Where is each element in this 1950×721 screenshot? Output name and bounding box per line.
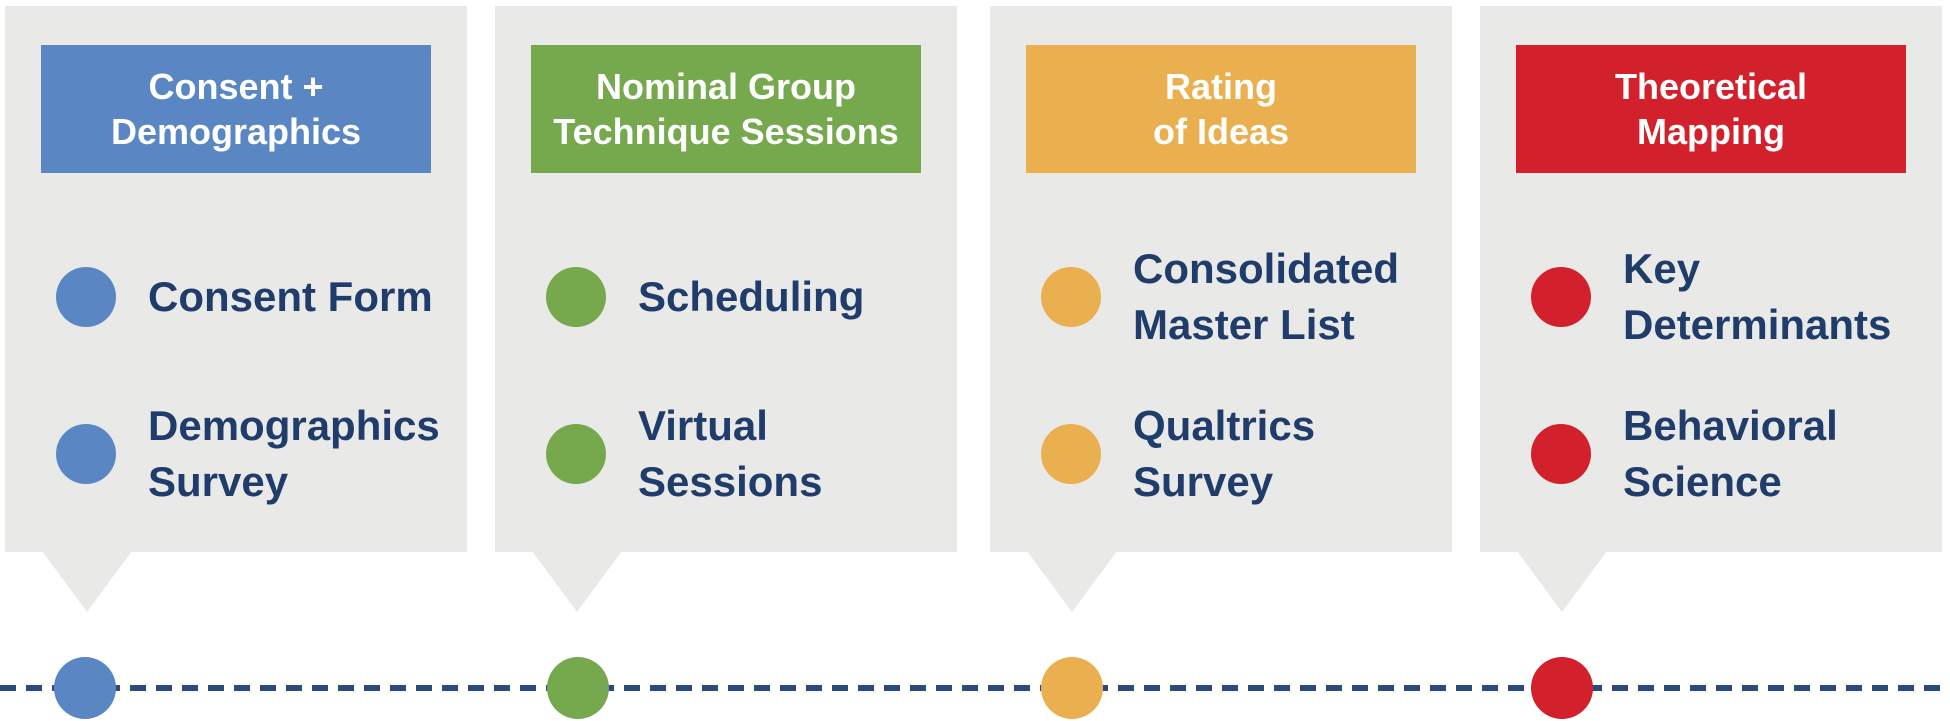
- phase-item: Demographics Survey: [5, 394, 467, 514]
- bullet-dot-icon: [1041, 424, 1101, 484]
- item-line: Master List: [1133, 301, 1355, 348]
- phase-item: Consolidated Master List: [990, 237, 1452, 357]
- phase-header-line: Theoretical: [1614, 66, 1808, 107]
- phase-header-line: Demographics: [110, 111, 362, 152]
- timeline-dot-phase-4: [1531, 657, 1593, 719]
- item-line: Qualtrics: [1133, 402, 1316, 449]
- phase-header-line: Rating: [1165, 66, 1277, 107]
- card-tail-pointer: [1517, 551, 1607, 612]
- item-line: Science: [1623, 458, 1782, 505]
- phase-item-label: Scheduling: [638, 269, 864, 325]
- bullet-dot-icon: [56, 424, 116, 484]
- phase-card-theoretical-mapping: Theoretical Mapping Key Determinants Beh…: [1480, 6, 1942, 612]
- timeline-dashed-line: [0, 685, 1950, 691]
- card-tail-pointer: [42, 551, 132, 612]
- phase-item-label: Qualtrics Survey: [1133, 398, 1315, 510]
- phase-item-label: Consent Form: [148, 269, 433, 325]
- phase-header: Nominal Group Technique Sessions: [531, 45, 921, 173]
- phase-item: Key Determinants: [1480, 237, 1942, 357]
- item-line: Sessions: [638, 458, 823, 505]
- item-line: Virtual: [638, 402, 768, 449]
- phase-item-label: Behavioral Science: [1623, 398, 1838, 510]
- phase-item: Qualtrics Survey: [990, 394, 1452, 514]
- phase-item-label: Virtual Sessions: [638, 398, 822, 510]
- bullet-dot-icon: [546, 424, 606, 484]
- phase-item-label: Consolidated Master List: [1133, 241, 1399, 353]
- card-tail-pointer: [1027, 551, 1117, 612]
- item-line: Behavioral: [1623, 402, 1838, 449]
- phase-card-nominal-group-technique: Nominal Group Technique Sessions Schedul…: [495, 6, 957, 612]
- card-tail-pointer: [532, 551, 622, 612]
- phase-header: Rating of Ideas: [1026, 45, 1416, 173]
- phase-card-consent-demographics: Consent + Demographics Consent Form Demo…: [5, 6, 467, 612]
- item-line: Consent Form: [148, 273, 433, 320]
- item-line: Determinants: [1623, 301, 1892, 348]
- phase-header-line: Consent +: [148, 66, 324, 107]
- item-line: Consolidated: [1133, 245, 1400, 292]
- timeline-dot-phase-1: [54, 657, 116, 719]
- phase-header-line: Mapping: [1637, 111, 1785, 152]
- item-line: Survey: [1133, 458, 1274, 505]
- phase-header: Theoretical Mapping: [1516, 45, 1906, 173]
- bullet-dot-icon: [1041, 267, 1101, 327]
- phase-header-line: Nominal Group: [596, 66, 856, 107]
- phase-header: Consent + Demographics: [41, 45, 431, 173]
- bullet-dot-icon: [56, 267, 116, 327]
- item-line: Demographics: [148, 402, 440, 449]
- phase-card-rating-of-ideas: Rating of Ideas Consolidated Master List…: [990, 6, 1452, 612]
- item-line: Survey: [148, 458, 289, 505]
- bullet-dot-icon: [1531, 267, 1591, 327]
- phase-item: Virtual Sessions: [495, 394, 957, 514]
- timeline-dot-phase-2: [547, 657, 609, 719]
- phase-item: Scheduling: [495, 237, 957, 357]
- phase-item-label: Demographics Survey: [148, 398, 440, 510]
- item-line: Scheduling: [638, 273, 865, 320]
- phase-item: Consent Form: [5, 237, 467, 357]
- item-line: Key: [1623, 245, 1701, 292]
- phase-header-line: Technique Sessions: [553, 111, 899, 152]
- timeline-dot-phase-3: [1041, 657, 1103, 719]
- phase-item: Behavioral Science: [1480, 394, 1942, 514]
- phase-item-label: Key Determinants: [1623, 241, 1891, 353]
- phase-header-line: of Ideas: [1152, 111, 1290, 152]
- bullet-dot-icon: [1531, 424, 1591, 484]
- bullet-dot-icon: [546, 267, 606, 327]
